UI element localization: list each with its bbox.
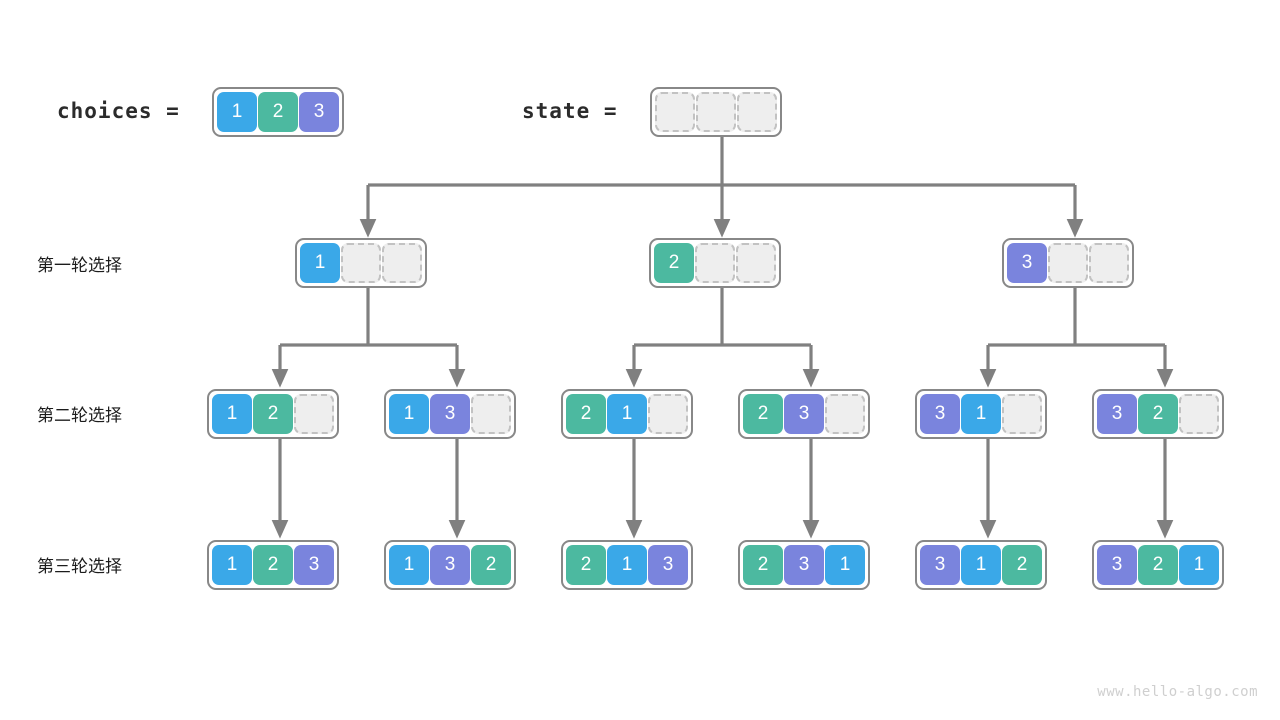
array-cell-filled: 2 [566,545,606,585]
array-cell-filled: 1 [607,394,647,434]
row-label-round-1: 第一轮选择 [37,256,122,275]
array-cell-empty [1048,243,1088,283]
array-cell-filled: 1 [212,545,252,585]
array-cell-filled: 1 [389,394,429,434]
array-cell-filled: 2 [654,243,694,283]
array-cell-filled: 2 [743,545,783,585]
array-cell-filled: 3 [784,545,824,585]
array-cell-filled: 2 [253,545,293,585]
array-cell-empty [471,394,511,434]
array-cell-filled: 2 [471,545,511,585]
array-cell-filled: 2 [1002,545,1042,585]
array-cell-filled: 1 [217,92,257,132]
array-cell-filled: 3 [920,545,960,585]
array-cell-filled: 3 [1097,394,1137,434]
array-cell-empty [736,243,776,283]
array-cell-empty [648,394,688,434]
array-cell-empty [737,92,777,132]
row-label-round-2: 第二轮选择 [37,406,122,425]
array-cell-empty [382,243,422,283]
array-cell-empty [1089,243,1129,283]
array-cell-filled: 2 [253,394,293,434]
state-array [650,87,782,137]
row-label-round-3: 第三轮选择 [37,557,122,576]
array-cell-filled: 3 [430,545,470,585]
choices-label: choices = [57,99,180,123]
array-cell-filled: 1 [212,394,252,434]
array-cell-filled: 2 [258,92,298,132]
state-label: state = [522,99,618,123]
array-cell-empty [341,243,381,283]
array-cell-filled: 3 [784,394,824,434]
array-cell-filled: 3 [920,394,960,434]
round1-array-1: 1 [295,238,427,288]
array-cell-filled: 3 [294,545,334,585]
array-cell-filled: 3 [299,92,339,132]
array-cell-empty [696,92,736,132]
array-cell-filled: 1 [607,545,647,585]
array-cell-filled: 1 [1179,545,1219,585]
array-cell-filled: 2 [1138,394,1178,434]
array-cell-filled: 2 [1138,545,1178,585]
array-cell-empty [1002,394,1042,434]
round1-array-3: 3 [1002,238,1134,288]
array-cell-filled: 1 [825,545,865,585]
array-cell-filled: 1 [961,545,1001,585]
array-cell-filled: 3 [648,545,688,585]
array-cell-empty [655,92,695,132]
round1-array-2: 2 [649,238,781,288]
watermark: www.hello-algo.com [1097,684,1258,700]
array-cell-empty [1179,394,1219,434]
array-cell-empty [695,243,735,283]
array-cell-filled: 1 [389,545,429,585]
array-cell-filled: 2 [743,394,783,434]
array-cell-filled: 3 [1097,545,1137,585]
array-cell-filled: 1 [961,394,1001,434]
array-cell-filled: 3 [430,394,470,434]
array-cell-filled: 2 [566,394,606,434]
array-cell-empty [294,394,334,434]
array-cell-filled: 1 [300,243,340,283]
array-cell-empty [825,394,865,434]
array-cell-filled: 3 [1007,243,1047,283]
